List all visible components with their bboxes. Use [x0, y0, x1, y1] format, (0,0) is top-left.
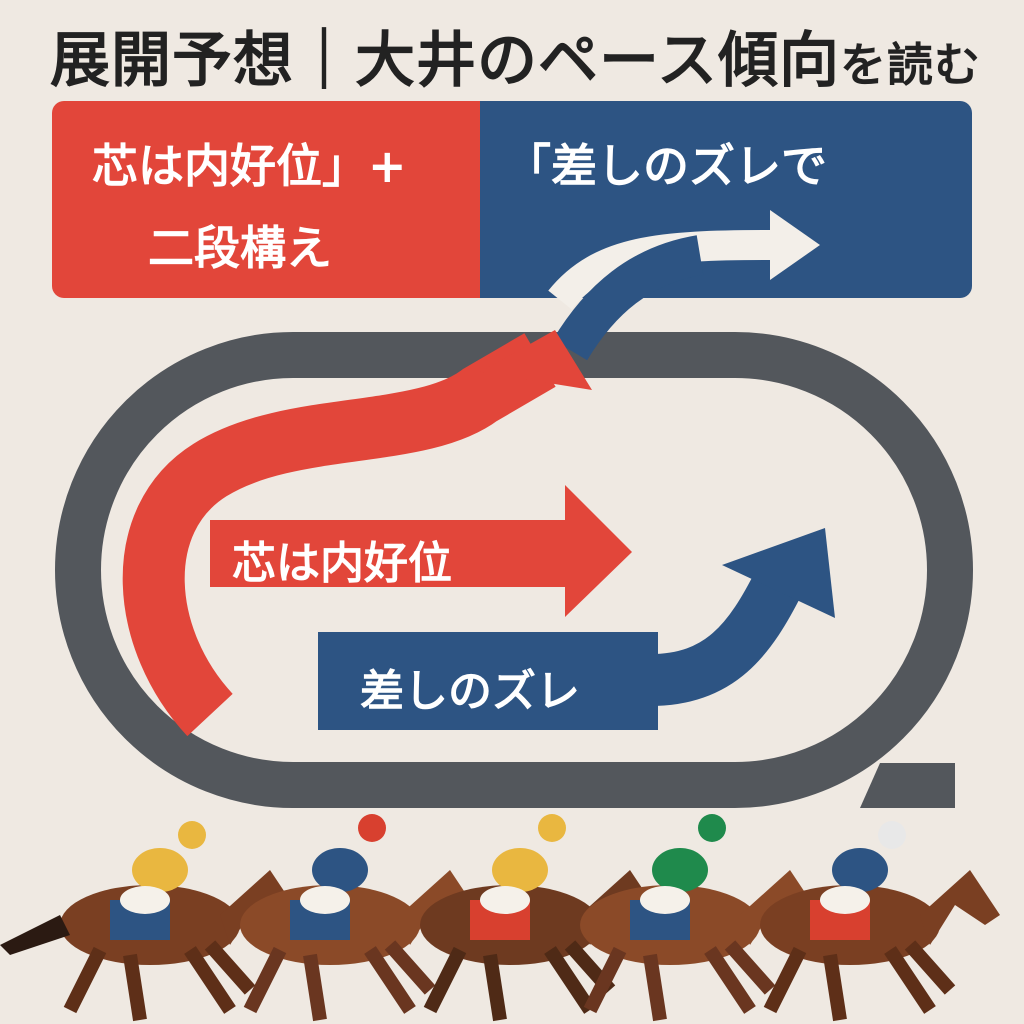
- blue-curve-arrow: [552, 235, 704, 361]
- banner-red-panel: [52, 101, 480, 298]
- blue-label-box: [318, 632, 658, 730]
- banner-blue-panel: [480, 101, 972, 298]
- horse-4: [580, 814, 820, 1022]
- blue-arrowhead-icon: [722, 528, 835, 618]
- banner-white-arrow-icon: [548, 230, 771, 310]
- blue-rising-arrow: [649, 568, 804, 706]
- red-arrow-label: 芯は内好位: [232, 538, 452, 589]
- title-suffix: を読む: [840, 38, 981, 92]
- blue-arrow-label: 差しのズレ: [360, 666, 580, 717]
- page-title: 展開予想｜大井のペース傾向を読む: [50, 12, 981, 99]
- red-curve-arrowhead-icon: [480, 330, 592, 390]
- banner-white-arrowhead-icon: [770, 210, 820, 280]
- racehorses: [0, 814, 1000, 1022]
- banner-left-line1: 芯は内好位」+: [92, 139, 407, 193]
- summary-banner: [52, 101, 972, 298]
- title-main: 展開予想｜大井のペース傾向: [50, 26, 840, 96]
- banner-left-line2: 二段構え: [148, 221, 332, 275]
- red-curve-arrow: [122, 333, 556, 737]
- track-chute: [860, 763, 955, 808]
- horse-5: [760, 821, 1000, 1022]
- horse-3: [420, 814, 660, 1022]
- banner-right-line1: 「差しのズレで: [505, 139, 827, 193]
- red-straight-arrow: [210, 485, 632, 617]
